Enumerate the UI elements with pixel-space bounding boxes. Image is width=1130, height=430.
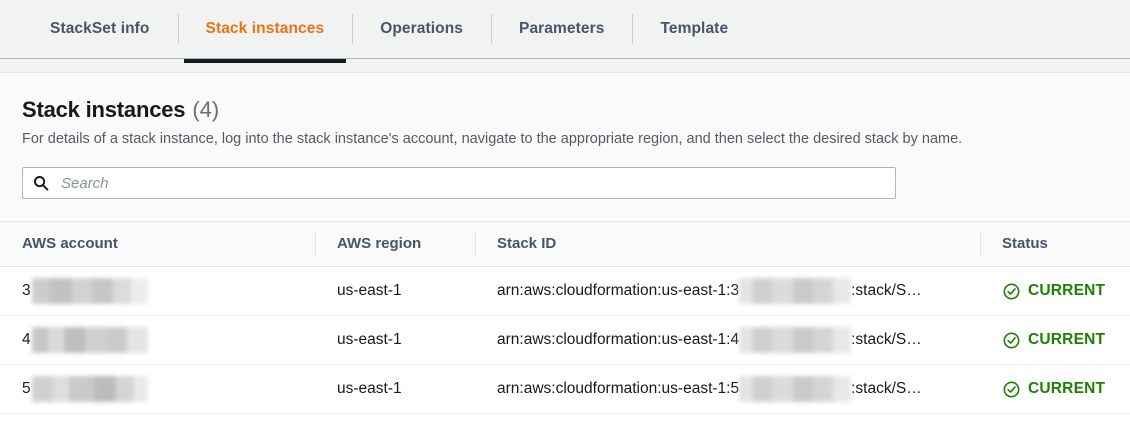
check-circle-icon xyxy=(1003,381,1020,397)
cell-status: CURRENT xyxy=(980,364,1130,414)
stack-id-prefix: arn:aws:cloudformation:us-east-1:5 xyxy=(497,380,740,397)
tab-stackset-info[interactable]: StackSet info xyxy=(22,0,178,58)
cell-aws-account: 3 xyxy=(0,266,315,316)
panel-description: For details of a stack instance, log int… xyxy=(22,131,963,147)
column-header-status[interactable]: Status xyxy=(980,221,1130,267)
cell-stack-id: arn:aws:cloudformation:us-east-1:4 :stac… xyxy=(475,315,980,365)
redacted-account-id xyxy=(31,327,148,353)
status-label: CURRENT xyxy=(1028,331,1106,348)
column-header-stack-id[interactable]: Stack ID xyxy=(475,221,980,267)
column-header-label: AWS region xyxy=(337,235,422,252)
table-row[interactable]: 4 us-east-1 arn:aws:cloudformation:us-ea… xyxy=(0,315,1130,365)
account-prefix: 5 xyxy=(22,380,31,397)
stack-id-prefix: arn:aws:cloudformation:us-east-1:3 xyxy=(497,282,740,299)
tab-separator-band xyxy=(0,59,1130,73)
tab-parameters[interactable]: Parameters xyxy=(491,0,632,58)
column-header-label: Status xyxy=(1002,235,1048,252)
check-circle-icon xyxy=(1003,332,1020,348)
stack-id-suffix: :stack/S… xyxy=(851,380,922,397)
account-prefix: 3 xyxy=(22,282,31,299)
cell-status: CURRENT xyxy=(980,315,1130,365)
column-header-aws-region[interactable]: AWS region xyxy=(315,221,475,267)
status-label: CURRENT xyxy=(1028,282,1106,299)
check-circle-icon xyxy=(1003,283,1020,299)
stack-id-value: arn:aws:cloudformation:us-east-1:4 :stac… xyxy=(475,327,980,353)
tab-label: Operations xyxy=(380,20,464,37)
stack-instances-table: AWS account AWS region Stack ID Status xyxy=(0,221,1130,414)
status-label: CURRENT xyxy=(1028,380,1106,397)
search-box[interactable] xyxy=(22,167,896,199)
region-value: us-east-1 xyxy=(337,380,402,397)
cell-aws-region: us-east-1 xyxy=(315,364,475,414)
cell-status: CURRENT xyxy=(980,266,1130,316)
cell-aws-account: 5 xyxy=(0,364,315,414)
page-title-row: Stack instances (4) xyxy=(22,97,1108,123)
region-value: us-east-1 xyxy=(337,331,402,348)
table-body: 3 us-east-1 arn:aws:cloudformation:us-ea… xyxy=(0,266,1130,414)
stack-id-value: arn:aws:cloudformation:us-east-1:5 :stac… xyxy=(475,376,980,402)
column-header-label: AWS account xyxy=(22,235,118,252)
table-row[interactable]: 5 us-east-1 arn:aws:cloudformation:us-ea… xyxy=(0,364,1130,414)
redacted-account-id-in-arn xyxy=(739,327,852,353)
cell-aws-account: 4 xyxy=(0,315,315,365)
stack-id-value: arn:aws:cloudformation:us-east-1:3 :stac… xyxy=(475,278,980,304)
cell-aws-region: us-east-1 xyxy=(315,315,475,365)
tab-label: StackSet info xyxy=(50,20,150,37)
search-icon xyxy=(34,176,49,191)
account-prefix: 4 xyxy=(22,331,31,348)
redacted-account-id-in-arn xyxy=(739,278,852,304)
stack-id-suffix: :stack/S… xyxy=(851,282,922,299)
tab-label: Template xyxy=(660,20,729,37)
cell-stack-id: arn:aws:cloudformation:us-east-1:3 :stac… xyxy=(475,266,980,316)
tab-bar: StackSet info Stack instances Operations… xyxy=(0,0,1130,63)
tab-label: Stack instances xyxy=(205,20,325,37)
region-value: us-east-1 xyxy=(337,282,402,299)
account-value: 5 xyxy=(0,376,315,402)
panel-header: Stack instances (4) For details of a sta… xyxy=(0,73,1130,149)
tab-operations[interactable]: Operations xyxy=(352,0,491,58)
tab-label: Parameters xyxy=(519,20,605,37)
cell-aws-region: us-east-1 xyxy=(315,266,475,316)
redacted-account-id xyxy=(31,278,148,304)
table-header-row: AWS account AWS region Stack ID Status xyxy=(0,221,1130,267)
tab-bottom-border xyxy=(0,58,1130,59)
status-badge: CURRENT xyxy=(980,380,1130,398)
redacted-account-id xyxy=(31,376,148,402)
stack-id-prefix: arn:aws:cloudformation:us-east-1:4 xyxy=(497,331,740,348)
search-input[interactable] xyxy=(61,174,885,192)
status-badge: CURRENT xyxy=(980,331,1130,349)
stack-id-suffix: :stack/S… xyxy=(851,331,922,348)
cell-stack-id: arn:aws:cloudformation:us-east-1:5 :stac… xyxy=(475,364,980,414)
stack-instances-panel: Stack instances (4) For details of a sta… xyxy=(0,73,1130,414)
table-header: AWS account AWS region Stack ID Status xyxy=(0,221,1130,267)
table-row[interactable]: 3 us-east-1 arn:aws:cloudformation:us-ea… xyxy=(0,266,1130,316)
tab-stack-instances[interactable]: Stack instances xyxy=(177,0,353,63)
status-badge: CURRENT xyxy=(980,282,1130,300)
page-title: Stack instances xyxy=(22,97,186,122)
instance-count: (4) xyxy=(192,97,220,122)
tab-template[interactable]: Template xyxy=(632,0,756,58)
account-value: 4 xyxy=(0,327,315,353)
column-header-aws-account[interactable]: AWS account xyxy=(0,221,315,267)
account-value: 3 xyxy=(0,278,315,304)
redacted-account-id-in-arn xyxy=(739,376,852,402)
column-header-label: Stack ID xyxy=(497,235,557,252)
